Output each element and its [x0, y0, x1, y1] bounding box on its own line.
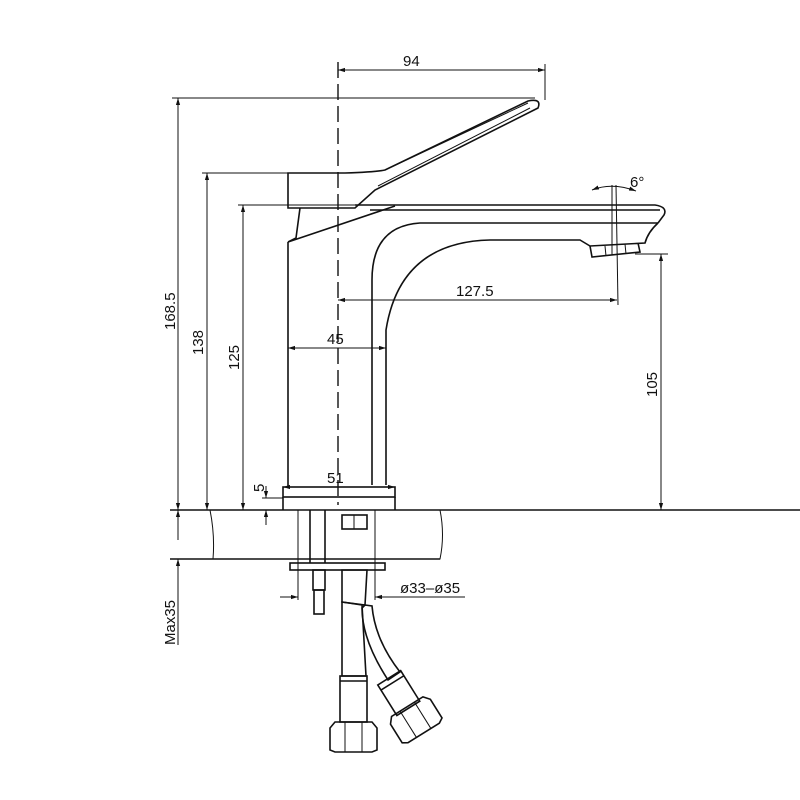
dim-105: 105 [644, 372, 661, 397]
mounting-hardware [289, 510, 386, 615]
dim-51: 51 [327, 470, 344, 487]
supply-hoses [329, 569, 443, 753]
dimension-labels: 94 168.5 138 125 127.5 6° 45 105 51 5 ø3… [162, 53, 661, 645]
dim-6-degree: 6° [630, 174, 644, 191]
dim-94: 94 [403, 53, 420, 70]
dim-127-5: 127.5 [456, 283, 494, 300]
dim-max35: Max35 [162, 600, 179, 645]
dim-125: 125 [226, 345, 243, 370]
dim-45: 45 [327, 331, 344, 348]
dimension-lines [170, 64, 668, 645]
countertop-section [170, 509, 800, 560]
dim-5: 5 [251, 484, 268, 492]
dim-138: 138 [190, 330, 207, 355]
dim-hole-diameter: ø33–ø35 [400, 580, 460, 597]
faucet-body [282, 99, 666, 510]
dim-168-5: 168.5 [162, 292, 179, 330]
